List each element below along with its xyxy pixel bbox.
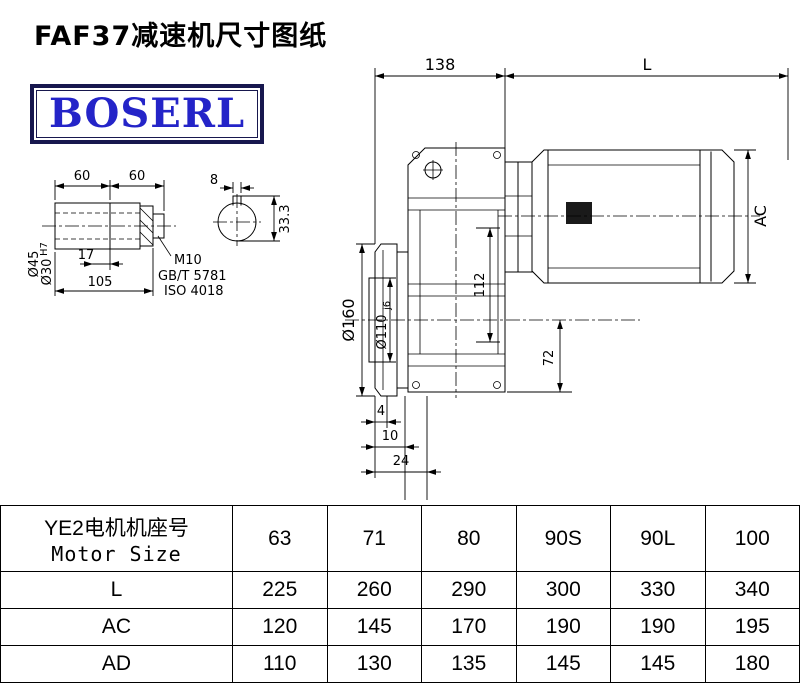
- dia-110-label: Ø110: [375, 314, 390, 349]
- dim-dia160: Ø160: [339, 243, 375, 397]
- dim-60-right-label: 60: [129, 169, 146, 184]
- dim-105: 105: [54, 248, 154, 296]
- dia-110-tolerance: j6: [382, 301, 393, 311]
- shaft-detail-view: [42, 202, 176, 250]
- table-row-AC: AC 120 145 170 190 190 195: [0, 608, 800, 646]
- motor-body: [498, 149, 760, 284]
- dim-8-label: 8: [210, 173, 218, 188]
- boserl-logo-text: BOSERL: [36, 90, 259, 138]
- dia-160-label: Ø160: [339, 298, 358, 341]
- dia-30-label: Ø30: [40, 259, 55, 286]
- dia-45-label: Ø45: [27, 251, 42, 278]
- dim-8: 8: [210, 173, 254, 193]
- thread-label: M10: [174, 253, 202, 268]
- dim-17-label: 17: [78, 248, 95, 263]
- cell-AC-100: 195: [704, 608, 800, 646]
- dim-24-label: 24: [393, 454, 410, 469]
- dim-L-label: L: [643, 55, 652, 74]
- cell-AD-71: 130: [326, 645, 422, 683]
- dim-4-label: 4: [377, 404, 385, 419]
- dim-17: 17: [78, 248, 123, 270]
- dim-dia45: Ø45: [27, 251, 42, 278]
- standard-gbt-label: GB/T 5781: [158, 269, 227, 284]
- motor-size-90L: 90L: [610, 505, 706, 572]
- page-title: FAF37减速机尺寸图纸: [34, 21, 328, 52]
- motor-size-63: 63: [232, 505, 328, 572]
- motor-size-71: 71: [326, 505, 422, 572]
- dim-10-label: 10: [382, 429, 399, 444]
- motor-size-header-en: Motor Size: [51, 541, 182, 566]
- row-label-AD: AD: [0, 645, 233, 683]
- dim-33-3: 33.3: [237, 195, 293, 242]
- table-header-row: YE2电机机座号 Motor Size 63 71 80 90S 90L 100: [0, 505, 800, 572]
- dim-4-10-24: 4 10 24: [361, 396, 441, 500]
- dim-72: 72: [507, 320, 572, 393]
- dim-105-label: 105: [88, 275, 113, 290]
- motor-size-header-cn: YE2电机机座号: [44, 516, 189, 540]
- dim-138-label: 138: [425, 55, 456, 74]
- thread-callout: M10 GB/T 5781 ISO 4018: [157, 235, 227, 299]
- dim-33-3-label: 33.3: [278, 205, 293, 234]
- row-label-AC: AC: [0, 608, 233, 646]
- cell-L-100: 340: [704, 571, 800, 609]
- dim-60-left-label: 60: [74, 169, 91, 184]
- dim-dia30: Ø30 H7: [39, 242, 55, 285]
- cell-L-71: 260: [326, 571, 422, 609]
- cell-AC-71: 145: [326, 608, 422, 646]
- dimension-table: YE2电机机座号 Motor Size 63 71 80 90S 90L 100…: [0, 505, 800, 683]
- table-row-L: L 225 260 290 300 330 340: [0, 571, 800, 609]
- dim-112-label: 112: [473, 273, 488, 298]
- dim-AC: AC: [734, 149, 770, 284]
- dim-138-and-L: 138 L: [374, 55, 789, 244]
- cell-L-90L: 330: [610, 571, 706, 609]
- cell-AC-90S: 190: [515, 608, 611, 646]
- boserl-logo: BOSERL: [30, 84, 265, 144]
- motor-size-header-cell: YE2电机机座号 Motor Size: [0, 505, 233, 572]
- dim-60-60: 60 60: [54, 169, 165, 211]
- cell-L-63: 225: [232, 571, 328, 609]
- motor-size-80: 80: [421, 505, 517, 572]
- motor-size-90S: 90S: [515, 505, 611, 572]
- dim-AC-label: AC: [751, 205, 770, 227]
- keyway-section-view: [213, 194, 261, 246]
- cell-AC-90L: 190: [610, 608, 706, 646]
- cell-AC-63: 120: [232, 608, 328, 646]
- cell-AD-90S: 145: [515, 645, 611, 683]
- cell-AC-80: 170: [421, 608, 517, 646]
- dim-72-label: 72: [542, 350, 557, 367]
- cell-AD-100: 180: [704, 645, 800, 683]
- table-row-AD: AD 110 130 135 145 145 180: [0, 645, 800, 683]
- cell-AD-90L: 145: [610, 645, 706, 683]
- cell-L-80: 290: [421, 571, 517, 609]
- motor-size-100: 100: [704, 505, 800, 572]
- dim-112: 112: [473, 227, 500, 343]
- motor-adapter: [504, 161, 533, 273]
- cell-L-90S: 300: [515, 571, 611, 609]
- cell-AD-80: 135: [421, 645, 517, 683]
- cell-AD-63: 110: [232, 645, 328, 683]
- motor-nameplate: [566, 202, 592, 224]
- technical-drawing: 60 60 Ø45 Ø30 H7 17 105 M10 GB/T 5781 IS…: [27, 55, 789, 500]
- standard-iso-label: ISO 4018: [164, 284, 224, 299]
- dia-30-tolerance: H7: [39, 242, 50, 256]
- dim-dia110: Ø110 j6: [369, 277, 396, 363]
- row-label-L: L: [0, 571, 233, 609]
